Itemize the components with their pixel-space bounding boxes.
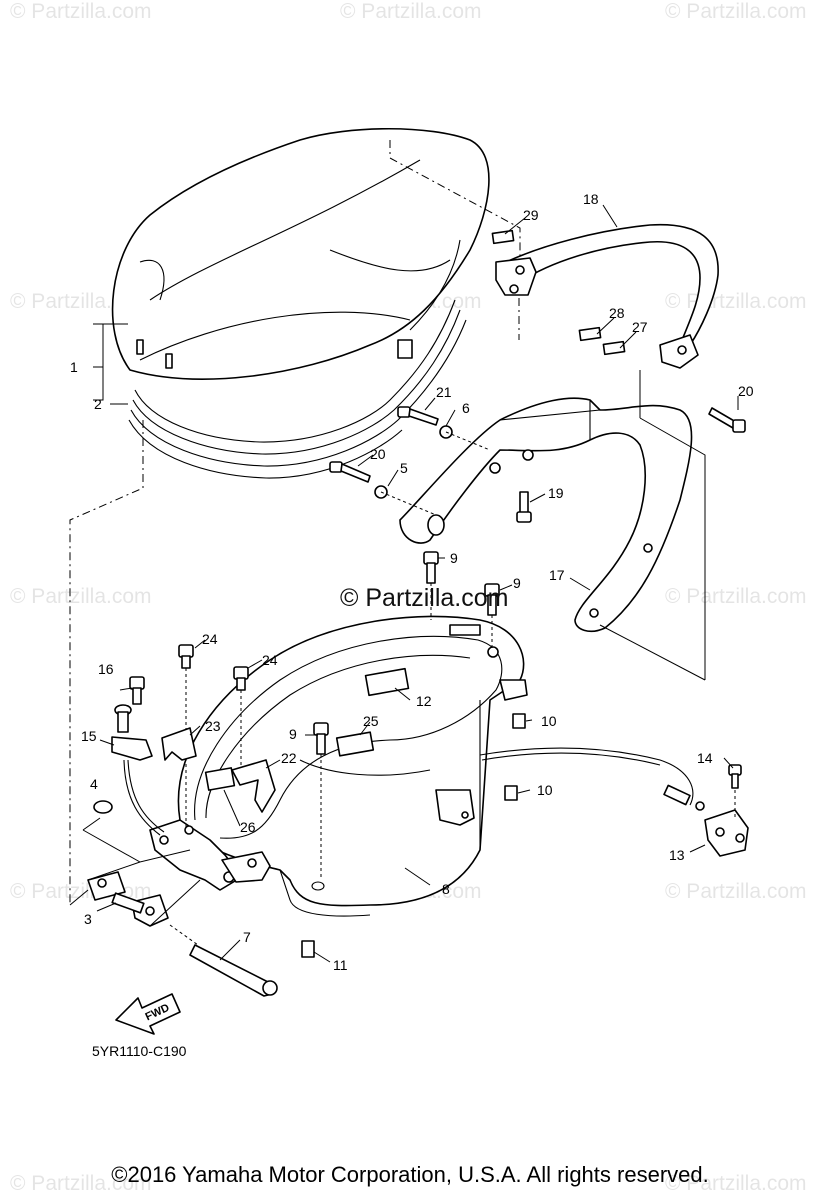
diagram-code: 5YR1110-C190 bbox=[92, 1043, 187, 1059]
bolt-20-left bbox=[329, 461, 371, 483]
callout-21: 21 bbox=[436, 384, 452, 400]
callout-5: 5 bbox=[400, 460, 408, 476]
grab-bar bbox=[495, 223, 719, 369]
callout-9-right: 9 bbox=[513, 575, 521, 591]
callout-12: 12 bbox=[416, 693, 432, 709]
callout-26: 26 bbox=[240, 819, 256, 835]
callout-24-mid: 24 bbox=[262, 652, 278, 668]
callout-8: 8 bbox=[442, 881, 450, 897]
callout-9-mid: 9 bbox=[289, 726, 297, 742]
callout-7: 7 bbox=[243, 929, 251, 945]
bolt-24-left bbox=[178, 644, 194, 669]
seat-lock-13 bbox=[704, 809, 749, 857]
clip-10-lower bbox=[504, 785, 518, 801]
callout-10-lower: 10 bbox=[537, 782, 553, 798]
bolt-21 bbox=[397, 406, 439, 426]
storage-box bbox=[149, 615, 528, 917]
callout-11: 11 bbox=[333, 957, 348, 973]
clip-10-upper bbox=[512, 713, 526, 729]
callout-1: 1 bbox=[70, 359, 78, 375]
hinge-3 bbox=[87, 871, 169, 927]
callout-17: 17 bbox=[549, 567, 565, 583]
callout-20-left: 20 bbox=[370, 446, 386, 462]
callout-10-upper: 10 bbox=[541, 713, 557, 729]
callout-28: 28 bbox=[609, 305, 625, 321]
bracket-23 bbox=[161, 727, 197, 761]
bolt-20-right bbox=[708, 407, 746, 433]
fwd-arrow-icon: FWD bbox=[115, 993, 181, 1035]
seat-lock-cable bbox=[111, 704, 165, 836]
bolt-24-mid bbox=[233, 666, 249, 691]
center-watermark: © Partzilla.com bbox=[340, 584, 509, 612]
bolt-16 bbox=[129, 676, 145, 705]
callout-19: 19 bbox=[548, 485, 564, 501]
grommet-4 bbox=[93, 800, 113, 814]
callout-24-left: 24 bbox=[202, 631, 218, 647]
bracket-22 bbox=[231, 759, 276, 813]
callout-23: 23 bbox=[205, 718, 221, 734]
callout-9-top: 9 bbox=[450, 550, 458, 566]
bolt-14 bbox=[728, 764, 742, 789]
callout-25: 25 bbox=[363, 713, 379, 729]
clip-11 bbox=[301, 940, 315, 958]
callout-4: 4 bbox=[90, 776, 98, 792]
callout-6: 6 bbox=[462, 400, 470, 416]
callout-22: 22 bbox=[281, 750, 297, 766]
callout-15: 15 bbox=[81, 728, 97, 744]
callout-13: 13 bbox=[669, 847, 685, 863]
bolt-9-right bbox=[484, 583, 500, 616]
seat-trim-band bbox=[128, 299, 467, 479]
callout-29: 29 bbox=[523, 207, 539, 223]
seat bbox=[111, 127, 490, 380]
callout-20-right: 20 bbox=[738, 383, 754, 399]
callout-27: 27 bbox=[632, 319, 648, 335]
callout-14: 14 bbox=[697, 750, 713, 766]
rear-rack-stay bbox=[399, 397, 693, 632]
callout-18: 18 bbox=[583, 191, 599, 207]
bolt-9-top bbox=[423, 551, 439, 584]
callout-3: 3 bbox=[84, 911, 92, 927]
callout-16: 16 bbox=[98, 661, 114, 677]
copyright-notice: ©2016 Yamaha Motor Corporation, U.S.A. A… bbox=[111, 1162, 709, 1187]
pin-7 bbox=[189, 944, 278, 997]
callout-2: 2 bbox=[94, 396, 102, 412]
bolt-19 bbox=[516, 491, 532, 523]
